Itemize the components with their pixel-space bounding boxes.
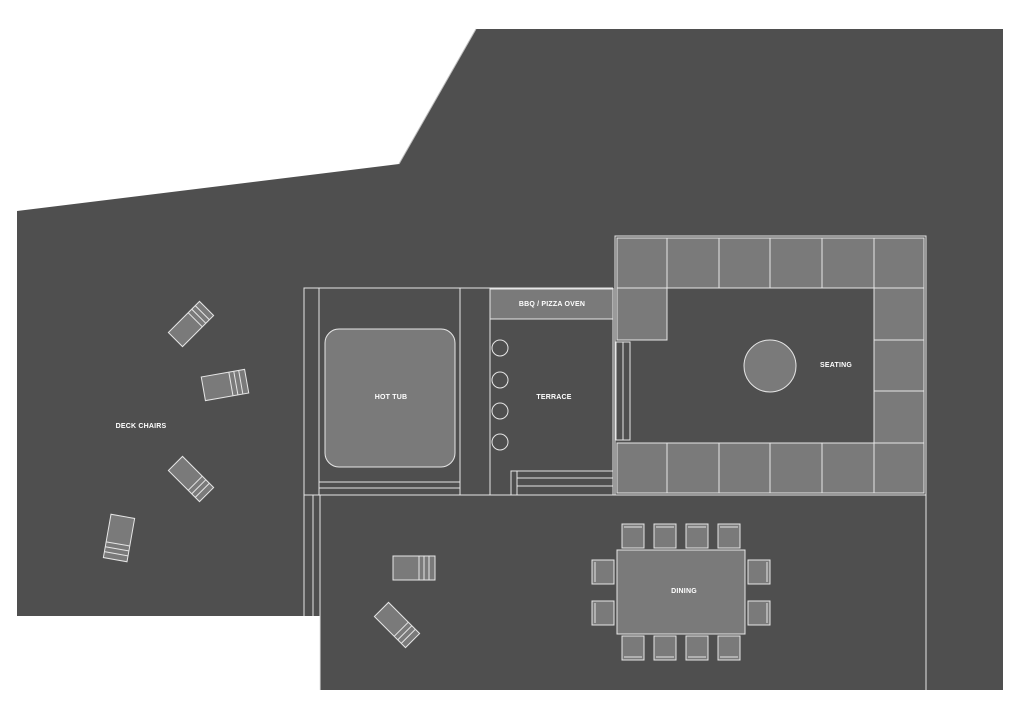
label-dining: DINING xyxy=(671,588,697,595)
label-hot-tub: HOT TUB xyxy=(375,394,408,401)
lot-edge xyxy=(398,28,477,165)
hot-tub xyxy=(324,328,456,468)
seating-area xyxy=(614,235,927,496)
seating-table xyxy=(743,339,797,393)
terrace-steps xyxy=(510,470,614,496)
dining-set xyxy=(591,523,771,661)
garden-ground xyxy=(17,29,1003,690)
deck-chair xyxy=(167,455,215,503)
bbq-pizza-oven xyxy=(489,288,614,320)
label-terrace: TERRACE xyxy=(536,394,571,401)
dining-table xyxy=(616,549,746,635)
label-deck-chairs: DECK CHAIRS xyxy=(116,423,167,430)
bar-stools xyxy=(491,339,509,451)
deck-chair xyxy=(167,300,215,348)
deck-chair xyxy=(102,513,136,563)
label-bbq-pizza-oven: BBQ / PIZZA OVEN xyxy=(519,301,585,308)
label-seating: SEATING xyxy=(820,362,852,369)
deck-chair xyxy=(392,555,436,581)
deck-chair xyxy=(200,368,250,402)
deck-chair xyxy=(373,601,421,649)
